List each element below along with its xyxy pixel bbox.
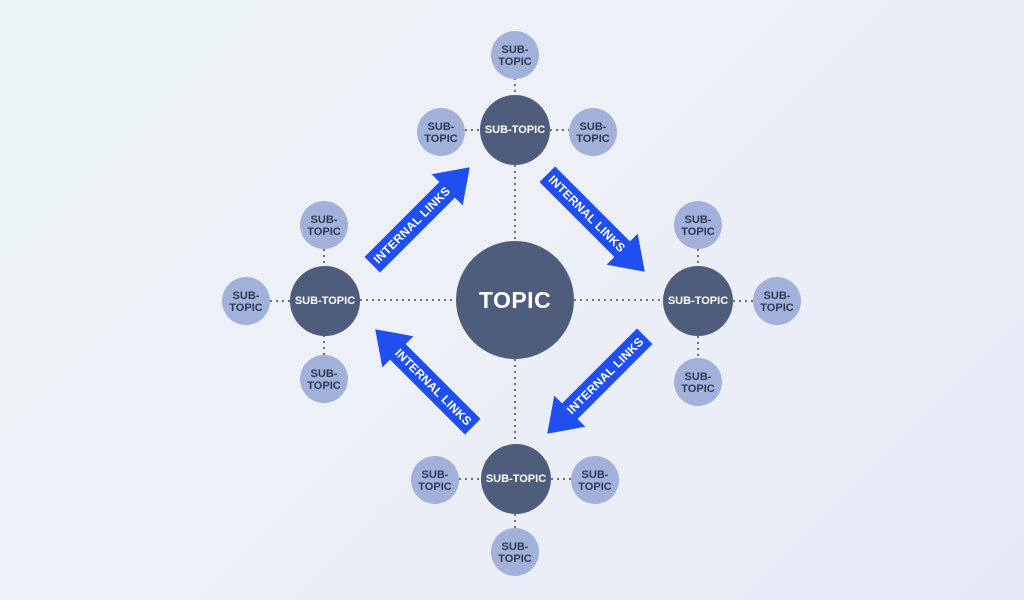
leaf-node-top-top: SUB-TOPIC (491, 31, 539, 79)
subtopic-node-bottom: SUB-TOPIC (481, 444, 551, 514)
leaf-label: SUB-TOPIC (424, 120, 458, 145)
internal-links-arrow-up-left: INTERNAL LINKS (360, 314, 489, 443)
leaf-label: SUB-TOPIC (498, 43, 532, 68)
leaf-node-bottom-right: SUB-TOPIC (571, 456, 619, 504)
leaf-label: SUB-TOPIC (576, 120, 610, 145)
leaf-node-right-right: SUB-TOPIC (753, 277, 801, 325)
internal-links-arrow-up-right: INTERNAL LINKS (357, 152, 486, 281)
leaf-label: SUB-TOPIC (498, 540, 532, 565)
leaf-node-bottom-bottom: SUB-TOPIC (491, 528, 539, 576)
leaf-label: SUB-TOPIC (307, 213, 341, 238)
subtopic-label: SUB-TOPIC (485, 473, 547, 485)
subtopic-node-top: SUB-TOPIC (480, 95, 550, 165)
leaf-label: SUB-TOPIC (229, 289, 263, 314)
subtopic-node-right: SUB-TOPIC (663, 266, 733, 336)
subtopic-label: SUB-TOPIC (484, 124, 546, 136)
leaf-node-right-bottom: SUB-TOPIC (674, 358, 722, 406)
leaf-node-left-bottom: SUB-TOPIC (300, 355, 348, 403)
internal-links-arrow-down-left: INTERNAL LINKS (532, 321, 661, 450)
arrow-shape (375, 329, 481, 435)
leaf-node-bottom-left: SUB-TOPIC (411, 456, 459, 504)
arrow-shape (539, 166, 645, 272)
subtopic-label: SUB-TOPIC (294, 295, 356, 307)
main-topic-label: TOPIC (478, 286, 552, 313)
arrow-shape (547, 328, 653, 434)
leaf-node-left-left: SUB-TOPIC (222, 277, 270, 325)
leaf-label: SUB-TOPIC (307, 367, 341, 392)
internal-links-arrow-down-right: INTERNAL LINKS (532, 159, 661, 288)
leaf-label: SUB-TOPIC (418, 468, 452, 493)
arrow-shape (364, 167, 470, 273)
leaf-label: SUB-TOPIC (681, 213, 715, 238)
subtopic-node-left: SUB-TOPIC (290, 266, 360, 336)
subtopic-label: SUB-TOPIC (667, 295, 729, 307)
leaf-node-left-top: SUB-TOPIC (300, 201, 348, 249)
leaf-node-right-top: SUB-TOPIC (674, 201, 722, 249)
leaf-node-top-left: SUB-TOPIC (417, 108, 465, 156)
leaf-node-top-right: SUB-TOPIC (569, 108, 617, 156)
leaf-label: SUB-TOPIC (760, 289, 794, 314)
main-topic-node: TOPIC (456, 241, 574, 359)
leaf-label: SUB-TOPIC (681, 370, 715, 395)
leaf-label: SUB-TOPIC (578, 468, 612, 493)
